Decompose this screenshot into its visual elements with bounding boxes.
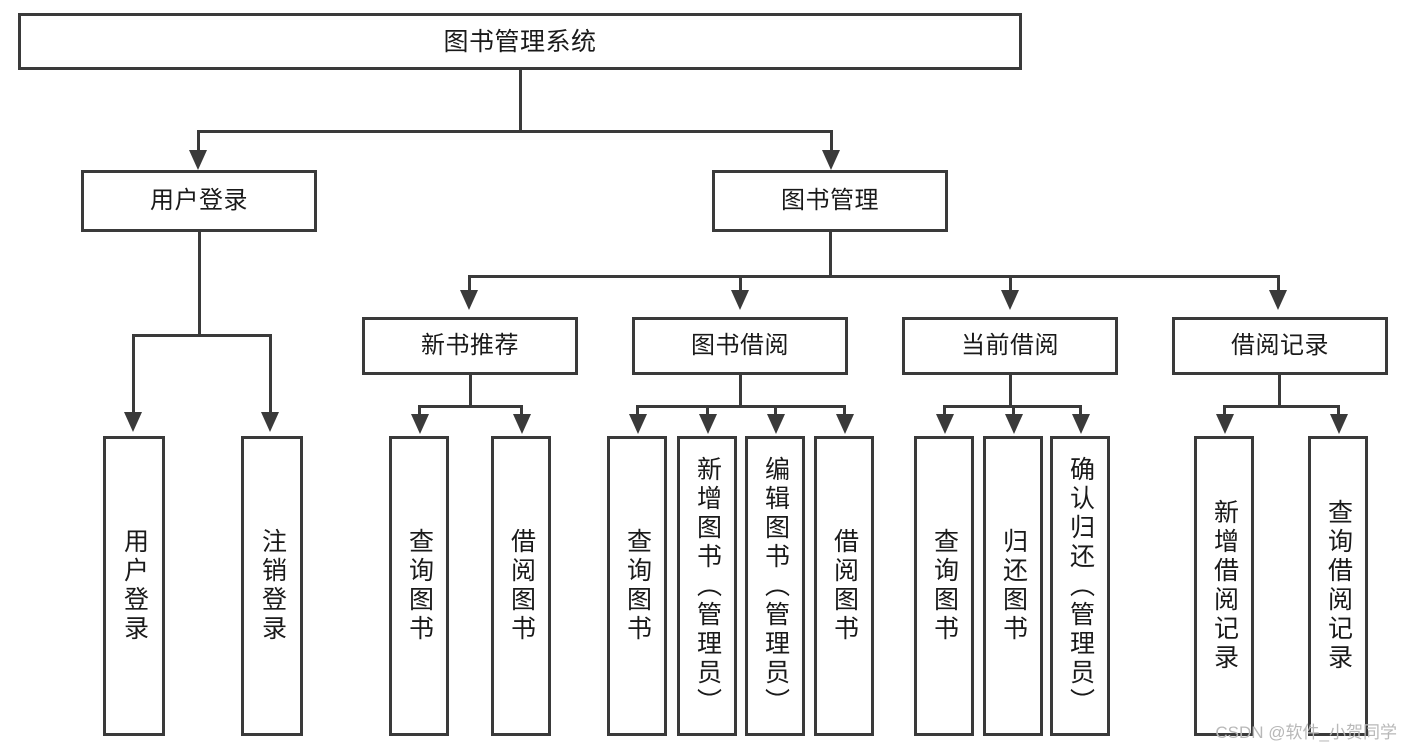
edge-book-borrow-c2 bbox=[706, 405, 709, 417]
node-label: 用户登录 bbox=[120, 528, 149, 644]
arrowhead-icon bbox=[936, 414, 954, 434]
edge-root-stem bbox=[519, 70, 522, 132]
arrowhead-icon bbox=[767, 414, 785, 434]
leaf-query-book-current[interactable]: 查询图书 bbox=[914, 436, 974, 736]
arrowhead-icon bbox=[124, 412, 142, 432]
arrowhead-icon bbox=[1269, 290, 1287, 310]
arrowhead-icon bbox=[1216, 414, 1234, 434]
node-label: 归还图书 bbox=[999, 528, 1028, 644]
node-new-book-recommend[interactable]: 新书推荐 bbox=[362, 317, 578, 375]
edge-new-book-rec-left bbox=[418, 405, 421, 417]
arrowhead-icon bbox=[699, 414, 717, 434]
arrowhead-icon bbox=[731, 290, 749, 310]
edge-user-login-stem bbox=[198, 232, 201, 337]
edge-book-borrow-c3 bbox=[774, 405, 777, 417]
arrowhead-icon bbox=[411, 414, 429, 434]
node-label: 确认归还（管理员） bbox=[1066, 455, 1095, 717]
edge-to-leaf-user-login bbox=[132, 334, 135, 416]
edge-book-borrow-stem bbox=[739, 375, 742, 408]
edge-book-mgmt-stem bbox=[829, 232, 832, 277]
edge-borrow-record-left bbox=[1223, 405, 1226, 417]
leaf-edit-book-admin[interactable]: 编辑图书（管理员） bbox=[745, 436, 805, 736]
edge-to-current-borrow bbox=[1009, 275, 1012, 293]
node-current-borrow[interactable]: 当前借阅 bbox=[902, 317, 1118, 375]
edge-borrow-record-stem bbox=[1278, 375, 1281, 408]
edge-root-to-book-mgmt bbox=[830, 130, 833, 154]
arrowhead-icon bbox=[1001, 290, 1019, 310]
arrowhead-icon bbox=[513, 414, 531, 434]
node-user-login[interactable]: 用户登录 bbox=[81, 170, 317, 232]
arrowhead-icon bbox=[460, 290, 478, 310]
leaf-query-book-borrow[interactable]: 查询图书 bbox=[607, 436, 667, 736]
edge-root-bus bbox=[197, 130, 833, 133]
edge-current-borrow-c3 bbox=[1079, 405, 1082, 417]
arrowhead-icon bbox=[261, 412, 279, 432]
edge-to-new-book-rec bbox=[468, 275, 471, 293]
edge-book-mgmt-bus bbox=[468, 275, 1280, 278]
arrowhead-icon bbox=[1005, 414, 1023, 434]
node-label: 查询图书 bbox=[405, 528, 434, 644]
node-label: 图书借阅 bbox=[691, 331, 789, 359]
edge-new-book-rec-bus bbox=[418, 405, 523, 408]
edge-current-borrow-c2 bbox=[1012, 405, 1015, 417]
node-label: 新增借阅记录 bbox=[1210, 499, 1239, 673]
leaf-add-borrow-record[interactable]: 新增借阅记录 bbox=[1194, 436, 1254, 736]
node-label: 新书推荐 bbox=[421, 331, 519, 359]
edge-borrow-record-bus bbox=[1223, 405, 1340, 408]
arrowhead-icon bbox=[822, 150, 840, 170]
edge-user-login-bus bbox=[132, 334, 269, 337]
edge-new-book-rec-stem bbox=[469, 375, 472, 408]
node-system-root[interactable]: 图书管理系统 bbox=[18, 13, 1022, 70]
leaf-query-book-rec[interactable]: 查询图书 bbox=[389, 436, 449, 736]
node-label: 新增图书（管理员） bbox=[693, 455, 722, 717]
arrowhead-icon bbox=[836, 414, 854, 434]
leaf-add-book-admin[interactable]: 新增图书（管理员） bbox=[677, 436, 737, 736]
edge-to-leaf-logout bbox=[269, 334, 272, 416]
edge-book-borrow-bus bbox=[636, 405, 846, 408]
node-label: 查询图书 bbox=[623, 528, 652, 644]
node-label: 图书管理系统 bbox=[443, 27, 597, 56]
leaf-confirm-return-admin[interactable]: 确认归还（管理员） bbox=[1050, 436, 1110, 736]
node-label: 查询图书 bbox=[930, 528, 959, 644]
node-label: 注销登录 bbox=[258, 528, 287, 644]
node-label: 当前借阅 bbox=[961, 331, 1059, 359]
node-book-borrow[interactable]: 图书借阅 bbox=[632, 317, 848, 375]
node-label: 借阅图书 bbox=[830, 528, 859, 644]
leaf-return-book[interactable]: 归还图书 bbox=[983, 436, 1043, 736]
arrowhead-icon bbox=[1330, 414, 1348, 434]
arrowhead-icon bbox=[629, 414, 647, 434]
node-label: 查询借阅记录 bbox=[1324, 499, 1353, 673]
node-borrow-record[interactable]: 借阅记录 bbox=[1172, 317, 1388, 375]
node-label: 借阅记录 bbox=[1231, 331, 1329, 359]
arrowhead-icon bbox=[1072, 414, 1090, 434]
leaf-borrow-book-rec[interactable]: 借阅图书 bbox=[491, 436, 551, 736]
node-label: 借阅图书 bbox=[507, 528, 536, 644]
edge-new-book-rec-right bbox=[520, 405, 523, 417]
edge-to-borrow-record bbox=[1277, 275, 1280, 293]
edge-book-borrow-c1 bbox=[636, 405, 639, 417]
node-label: 用户登录 bbox=[150, 186, 248, 214]
edge-current-borrow-stem bbox=[1009, 375, 1012, 408]
node-label: 图书管理 bbox=[781, 186, 879, 214]
edge-current-borrow-c1 bbox=[943, 405, 946, 417]
leaf-borrow-book[interactable]: 借阅图书 bbox=[814, 436, 874, 736]
arrowhead-icon bbox=[189, 150, 207, 170]
edge-to-book-borrow bbox=[739, 275, 742, 293]
leaf-user-login[interactable]: 用户登录 bbox=[103, 436, 165, 736]
node-book-management[interactable]: 图书管理 bbox=[712, 170, 948, 232]
node-label: 编辑图书（管理员） bbox=[761, 455, 790, 717]
csdn-watermark: CSDN @软件_小贺同学 bbox=[1215, 723, 1397, 742]
edge-borrow-record-right bbox=[1337, 405, 1340, 417]
leaf-query-borrow-record[interactable]: 查询借阅记录 bbox=[1308, 436, 1368, 736]
edge-root-to-user-login bbox=[197, 130, 200, 154]
edge-book-borrow-c4 bbox=[843, 405, 846, 417]
leaf-logout[interactable]: 注销登录 bbox=[241, 436, 303, 736]
